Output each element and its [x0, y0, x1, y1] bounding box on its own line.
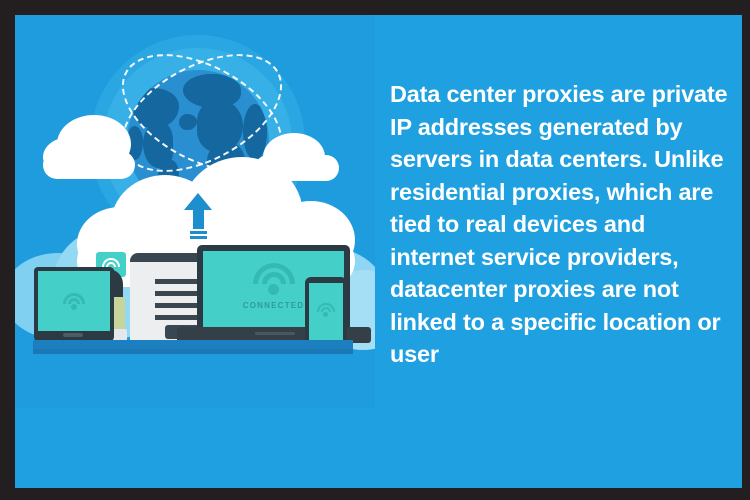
- server-tower-slot: [155, 315, 213, 320]
- server-tower-slot: [155, 303, 213, 308]
- wifi-badge-arc-inner: [106, 262, 116, 267]
- description-paragraph: Data center proxies are private IP addre…: [390, 81, 728, 367]
- wifi-badge-arc-outer: [102, 258, 120, 267]
- poster-canvas: CONNECTED Data center proxies are privat…: [15, 15, 742, 488]
- laptop-wifi-dot: [268, 284, 279, 295]
- tablet-wifi-dot: [71, 304, 77, 310]
- laptop-connected-label: CONNECTED: [242, 301, 305, 310]
- smartphone-wifi-arc-outer: [317, 303, 335, 312]
- smartphone-wifi-arc-inner: [321, 307, 331, 312]
- illustration-panel: CONNECTED: [15, 15, 375, 408]
- tablet-wifi-arc-inner: [68, 298, 80, 304]
- laptop-wifi-arc-inner: [262, 272, 286, 284]
- server-tower-slot: [155, 291, 213, 296]
- laptop-trackpad[interactable]: [255, 332, 295, 335]
- ground-shelf-shadow: [33, 349, 353, 354]
- laptop-wifi-arc-outer: [253, 263, 295, 284]
- tablet-home-button[interactable]: [63, 333, 83, 337]
- upload-arrow-icon: [184, 193, 212, 239]
- small-cloud-left-base: [43, 151, 135, 179]
- server-tower-top-bar: [130, 253, 218, 262]
- smartphone-wifi-dot: [323, 312, 328, 317]
- ground-shelf: [33, 340, 353, 349]
- tablet-wifi-arc-outer: [63, 293, 85, 304]
- world-globe: [127, 70, 269, 212]
- server-tower-slot: [155, 279, 213, 284]
